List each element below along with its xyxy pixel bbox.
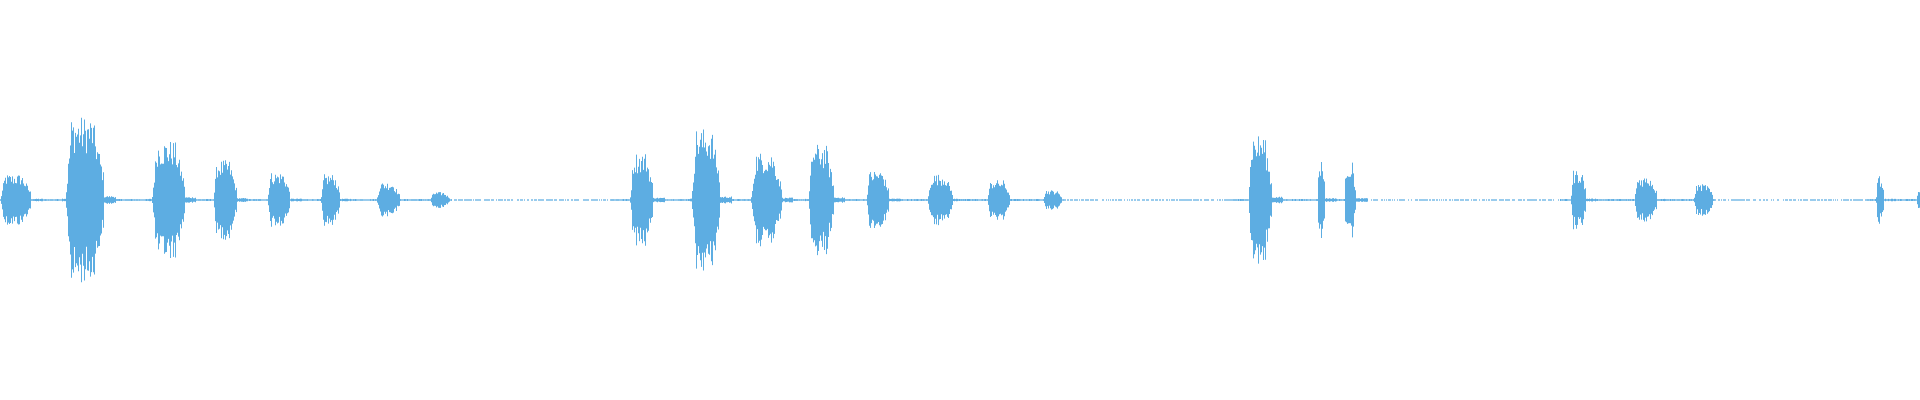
waveform-bars: [0, 117, 1920, 283]
waveform-path: [0, 117, 1920, 283]
